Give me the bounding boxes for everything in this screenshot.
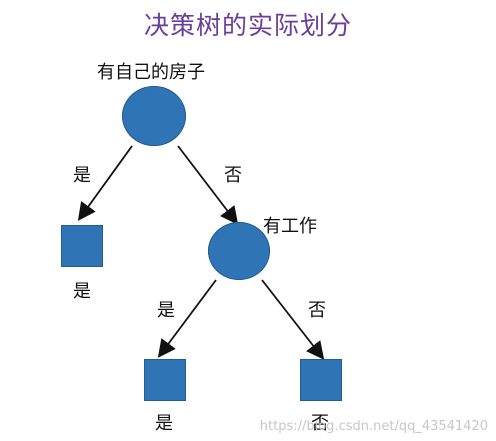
leaf-1-label: 是 bbox=[73, 281, 91, 302]
root-node-label: 有自己的房子 bbox=[97, 62, 205, 83]
edge-root-to-leaf1 bbox=[77, 145, 133, 221]
leaf-node-yes-2 bbox=[144, 359, 186, 401]
node2-edge-no-label: 否 bbox=[308, 300, 326, 321]
edge-node2-to-leaf2 bbox=[157, 279, 217, 358]
leaf-node-no bbox=[300, 359, 342, 401]
node2-label: 有工作 bbox=[263, 216, 317, 237]
node2-edge-yes-label: 是 bbox=[157, 300, 175, 321]
diagram-title: 决策树的实际划分 bbox=[143, 11, 352, 40]
leaf-node-yes-1 bbox=[61, 225, 103, 267]
leaf-3-label: 否 bbox=[311, 413, 329, 434]
root-decision-node bbox=[122, 86, 186, 146]
leaf-2-label: 是 bbox=[155, 413, 173, 434]
work-decision-node bbox=[208, 222, 270, 280]
root-edge-no-label: 否 bbox=[224, 165, 242, 186]
root-edge-yes-label: 是 bbox=[73, 165, 91, 186]
watermark-text: https://blog.csdn.net/qq_43541420 bbox=[259, 419, 488, 434]
edge-root-to-node2 bbox=[177, 145, 239, 225]
edge-node2-to-leaf3 bbox=[261, 279, 325, 360]
